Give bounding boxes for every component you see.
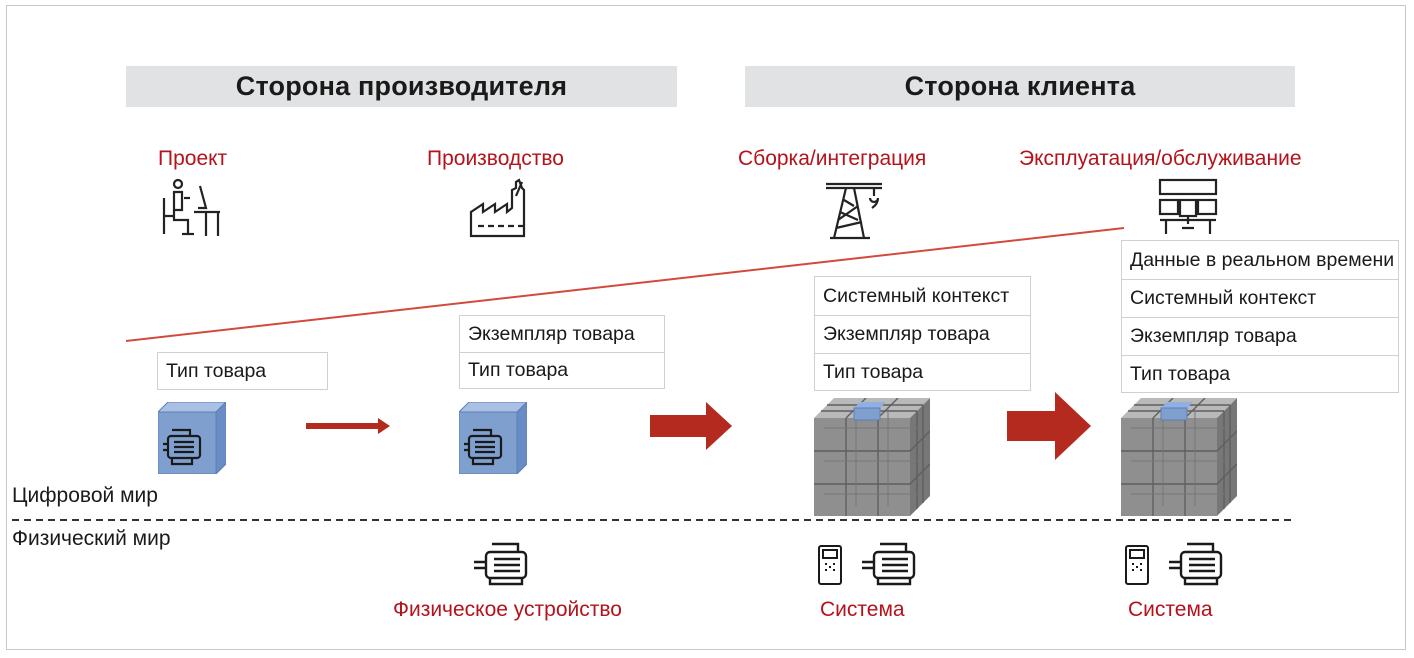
large-progress-arrow-1 <box>650 402 732 450</box>
system-grid-cube-2 <box>1121 398 1237 516</box>
stack-row-realtime-data: Данные в реальном времени <box>1121 240 1399 279</box>
stack-row-product-instance: Экземпляр товара <box>814 315 1031 353</box>
system-motor-icon-2 <box>1167 540 1229 586</box>
stage3-info-stack: Системный контекст Экземпляр товара Тип … <box>814 276 1031 391</box>
drive-controller-icon-1 <box>817 544 843 586</box>
stack-row-system-context: Системный контекст <box>1121 279 1399 317</box>
system-label-2: Система <box>1128 598 1213 621</box>
stack-row-product-type: Тип товара <box>814 353 1031 391</box>
digital-world-label: Цифровой мир <box>12 484 158 507</box>
system-grid-cube-1 <box>814 398 930 516</box>
stack-row-product-type: Тип товара <box>459 352 665 389</box>
physical-device-label: Физическое устройство <box>393 598 622 621</box>
manufacturer-side-header: Сторона производителя <box>126 66 677 107</box>
diagram-frame <box>6 5 1406 650</box>
stage4-info-stack: Данные в реальном времени Системный конт… <box>1121 240 1399 393</box>
system-motor-icon-1 <box>860 540 922 586</box>
factory-icon <box>468 176 532 238</box>
large-progress-arrow-2 <box>1007 392 1091 460</box>
stage-label-production: Производство <box>427 147 564 170</box>
crane-icon <box>824 176 884 240</box>
client-side-header: Сторона клиента <box>745 66 1295 107</box>
system-label-1: Система <box>820 598 905 621</box>
digital-motor-cube-2 <box>459 402 527 474</box>
stack-row-product-type: Тип товара <box>1121 355 1399 393</box>
stage2-info-stack: Экземпляр товара Тип товара <box>459 315 665 389</box>
stack-row-product-instance: Экземпляр товара <box>459 315 665 352</box>
physical-motor-icon <box>472 540 534 586</box>
control-room-icon <box>1156 178 1220 236</box>
stage-label-operation: Эксплуатация/обслуживание <box>1019 147 1302 170</box>
digital-motor-cube-1 <box>158 402 226 474</box>
small-progress-arrow <box>306 418 390 434</box>
drive-controller-icon-2 <box>1124 544 1150 586</box>
physical-world-label: Физический мир <box>12 527 171 550</box>
stack-row-product-type: Тип товара <box>157 352 328 390</box>
stage1-info-stack: Тип товара <box>157 352 328 390</box>
stage-label-assembly: Сборка/интеграция <box>738 147 927 170</box>
stack-row-system-context: Системный контекст <box>814 276 1031 315</box>
stack-row-product-instance: Экземпляр товара <box>1121 317 1399 355</box>
designer-desk-icon <box>160 178 224 238</box>
stage-label-project: Проект <box>158 147 228 170</box>
